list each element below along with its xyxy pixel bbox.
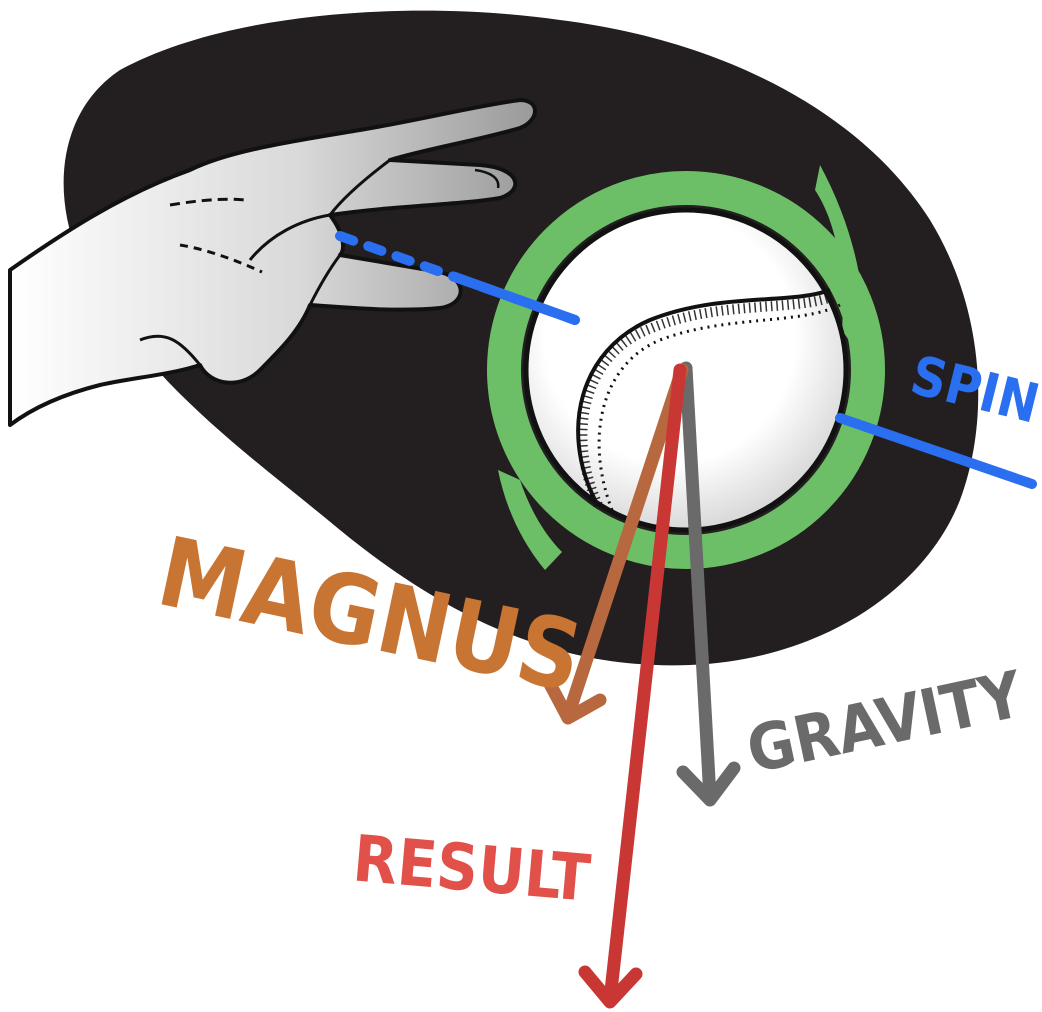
gravity-arrow <box>676 361 741 807</box>
result-arrow <box>578 363 687 1009</box>
magnus-arrow <box>543 363 689 725</box>
gravity-label: GRAVITY <box>741 658 1030 789</box>
spin-ring <box>487 165 885 570</box>
result-label: RESULT <box>350 822 593 916</box>
pitcher-hand-icon <box>8 98 537 427</box>
spin-axis-line <box>335 231 1037 489</box>
